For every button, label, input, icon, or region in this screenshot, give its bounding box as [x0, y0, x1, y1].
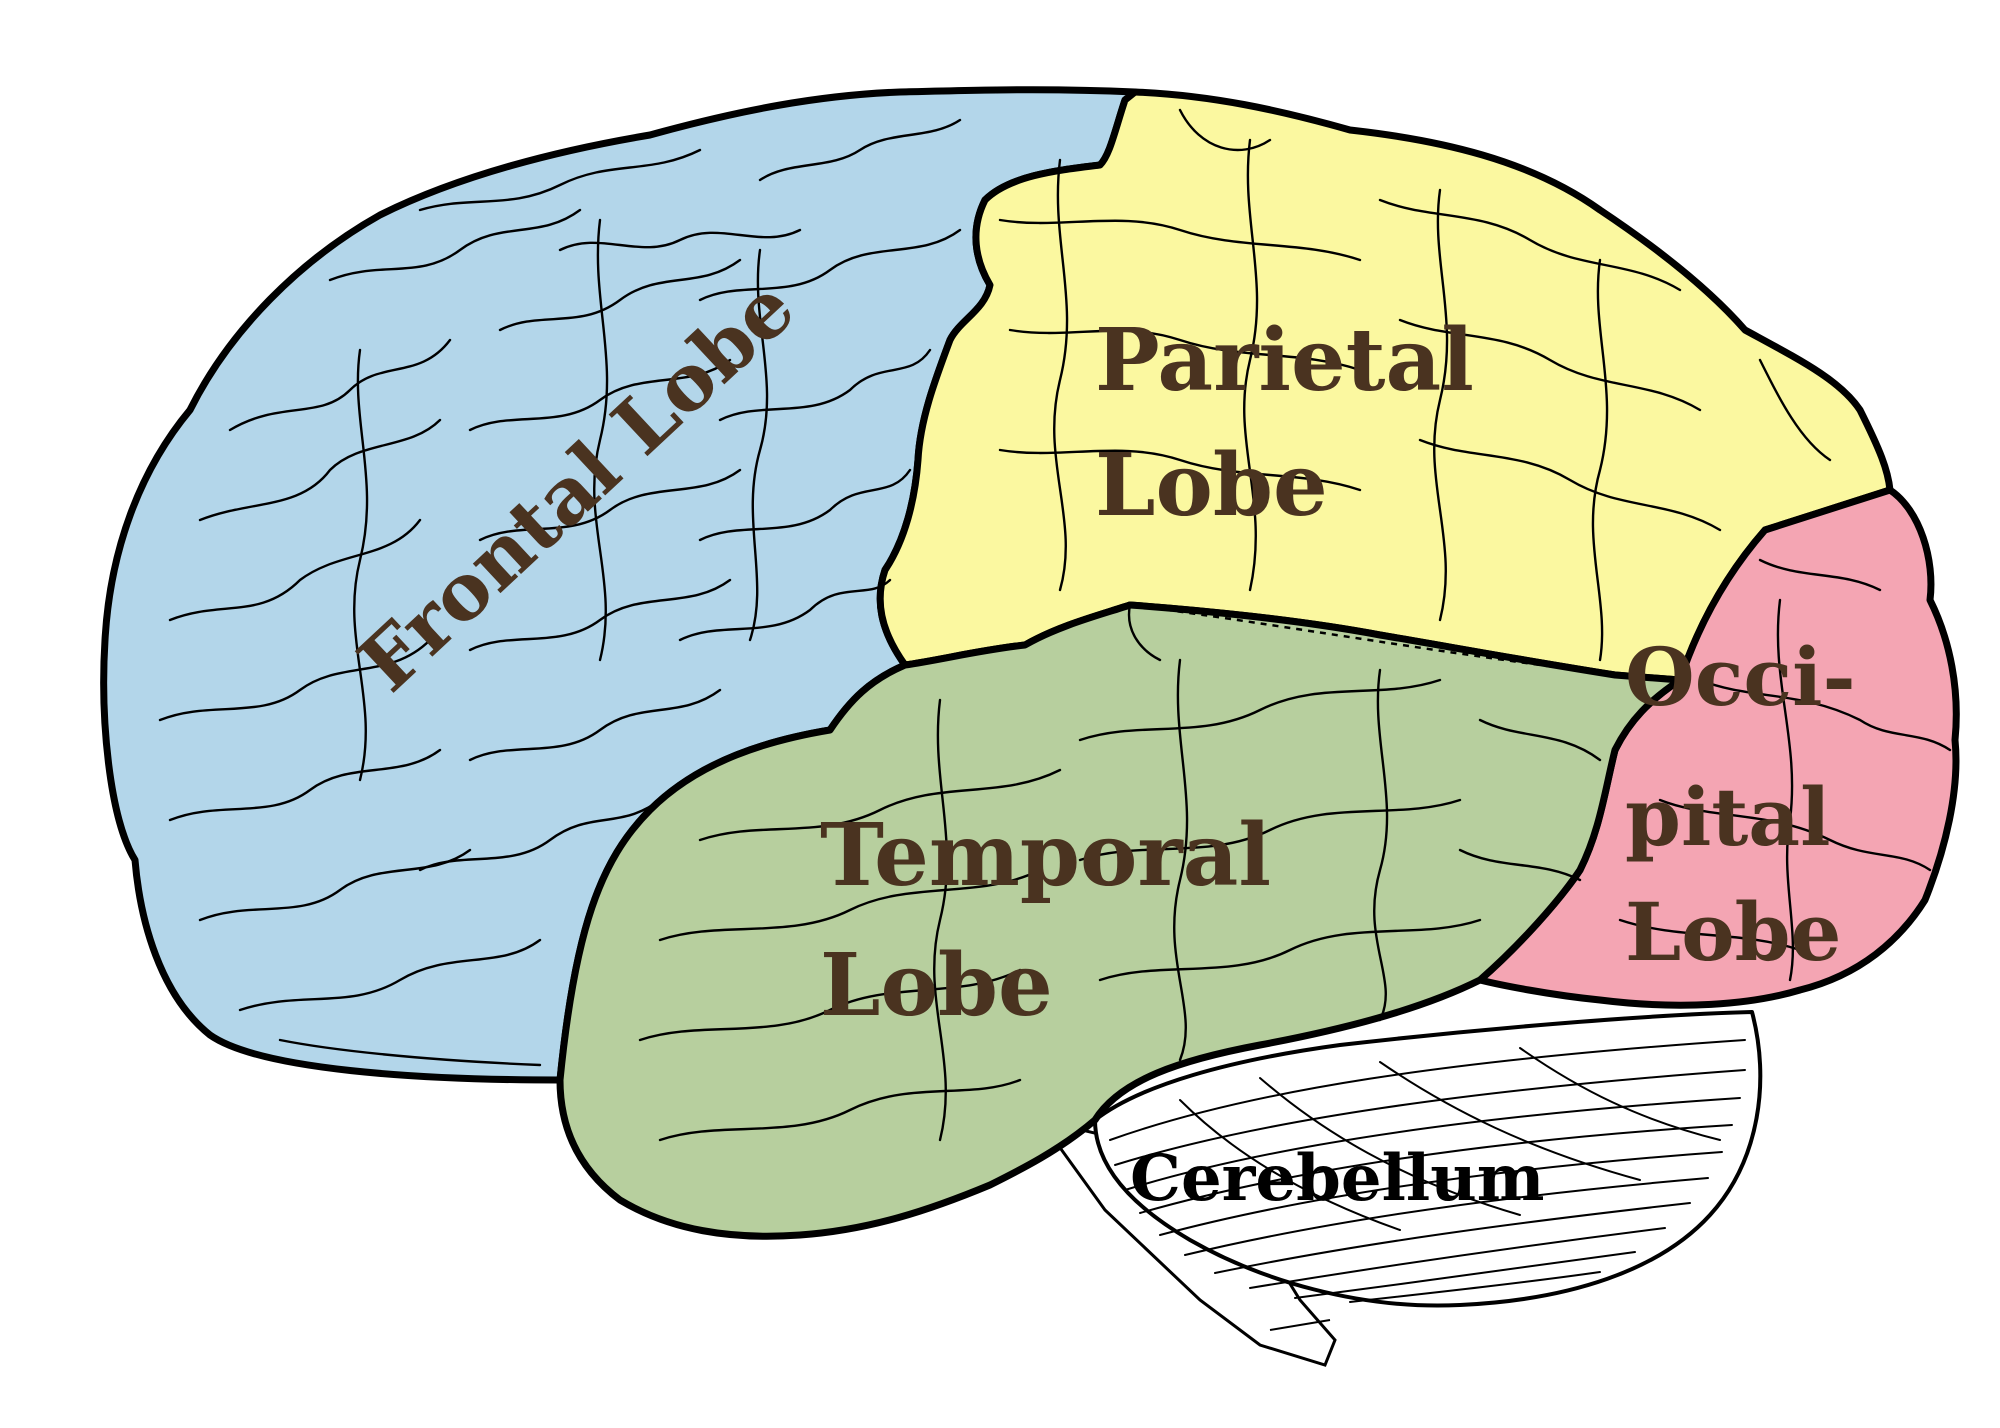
- temporal-lobe-label-line-1: Temporal: [820, 805, 1271, 906]
- cerebellum-region: [1093, 1010, 1763, 1308]
- occipital-lobe-label-line-3: Lobe: [1625, 885, 1841, 979]
- occipital-lobe-label-line-2: pital: [1625, 770, 1831, 864]
- cerebellum-folia: [1109, 1039, 1746, 1303]
- cerebellum-label: Cerebellum: [1130, 1141, 1544, 1216]
- temporal-lobe-label-line-2: Lobe: [820, 935, 1053, 1036]
- parietal-lobe-label: Parietal Lobe: [1095, 310, 1474, 536]
- gyri-lines: [158, 108, 1952, 1142]
- parietal-lobe-label-line-2: Lobe: [1095, 435, 1328, 536]
- occipital-lobe-label-line-1: Occi-: [1625, 630, 1856, 724]
- parietal-temporal-boundary: [1129, 603, 1616, 677]
- parietal-lobe-label-line-1: Parietal: [1095, 310, 1474, 411]
- occipital-lobe-label: Occi- pital Lobe: [1625, 630, 1856, 979]
- temporal-lobe-label: Temporal Lobe: [820, 805, 1271, 1036]
- brain-stem-line: [1269, 1319, 1331, 1331]
- temporal-lobe-region: [556, 601, 1684, 1240]
